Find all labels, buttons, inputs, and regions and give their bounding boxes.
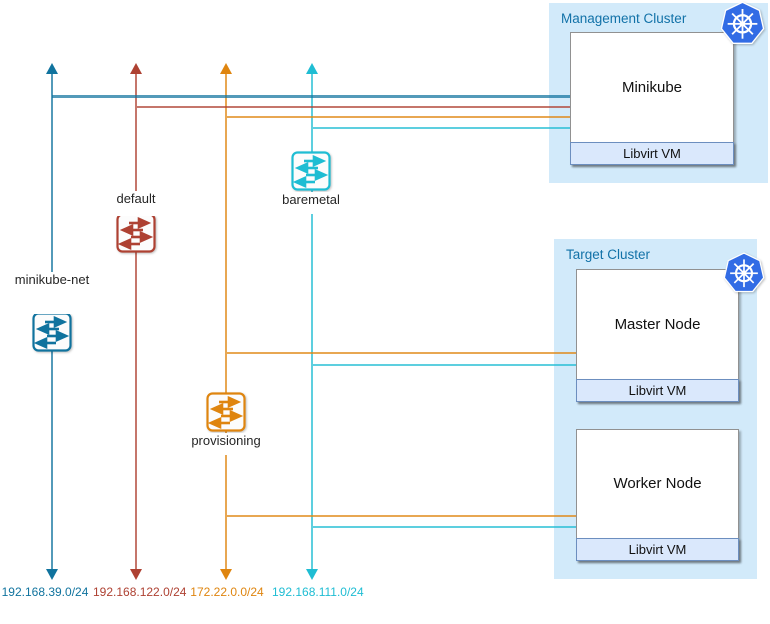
default-net-switch-icon xyxy=(116,213,156,253)
master-node-name: Master Node xyxy=(614,315,701,333)
provisioning-net-arrow-down-icon xyxy=(220,569,232,580)
minikube-net-cidr: 192.168.39.0/24 xyxy=(1,585,89,599)
master-libvirt-vm-bar: Libvirt VM xyxy=(576,379,739,402)
provisioning-to-master-link xyxy=(227,352,576,354)
default-net-trunk-line xyxy=(135,74,137,570)
minikube-net-to-minikube-link xyxy=(52,95,570,98)
management-cluster-title: Management Cluster xyxy=(561,11,687,26)
baremetal-to-worker-link xyxy=(313,526,576,528)
default-net-arrow-up-icon xyxy=(130,63,142,74)
default-net-label: default xyxy=(104,191,168,216)
worker-node-name: Worker Node xyxy=(613,475,702,493)
provisioning-net-cidr: 172.22.0.0/24 xyxy=(190,585,264,599)
baremetal-net-cidr: 192.168.111.0/24 xyxy=(272,585,364,599)
baremetal-to-master-link xyxy=(313,364,576,366)
target-cluster-title: Target Cluster xyxy=(566,247,651,262)
default-net-to-minikube-link xyxy=(137,106,570,108)
baremetal-net-switch-icon xyxy=(291,151,331,191)
worker-libvirt-vm-bar: Libvirt VM xyxy=(576,538,739,561)
baremetal-net-trunk-line xyxy=(311,74,313,570)
worker-node-box: Worker Node Libvirt VM xyxy=(576,429,739,561)
minikube-net-arrow-up-icon xyxy=(46,63,58,74)
provisioning-net-arrow-up-icon xyxy=(220,63,232,74)
kubernetes-icon xyxy=(723,252,765,293)
master-node-box: Master Node Libvirt VM xyxy=(576,269,739,402)
minikube-net-arrow-down-icon xyxy=(46,569,58,580)
baremetal-to-minikube-link xyxy=(313,127,570,129)
minikube-node-name: Minikube xyxy=(621,78,683,96)
provisioning-to-worker-link xyxy=(227,515,576,517)
provisioning-to-minikube-link xyxy=(227,116,570,118)
kubernetes-icon xyxy=(720,1,765,45)
minikube-node-box: Minikube Libvirt VM xyxy=(570,32,734,165)
baremetal-net-arrow-up-icon xyxy=(306,63,318,74)
default-net-cidr: 192.168.122.0/24 xyxy=(93,585,187,599)
baremetal-net-arrow-down-icon xyxy=(306,569,318,580)
provisioning-net-trunk-line xyxy=(225,74,227,570)
minikube-net-label: minikube-net xyxy=(10,272,94,314)
provisioning-net-label: provisioning xyxy=(178,433,274,455)
minikube-libvirt-vm-bar: Libvirt VM xyxy=(570,142,734,165)
default-net-arrow-down-icon xyxy=(130,569,142,580)
provisioning-net-switch-icon xyxy=(206,392,246,432)
baremetal-net-label: baremetal xyxy=(268,192,354,214)
minikube-net-switch-icon xyxy=(32,312,72,352)
